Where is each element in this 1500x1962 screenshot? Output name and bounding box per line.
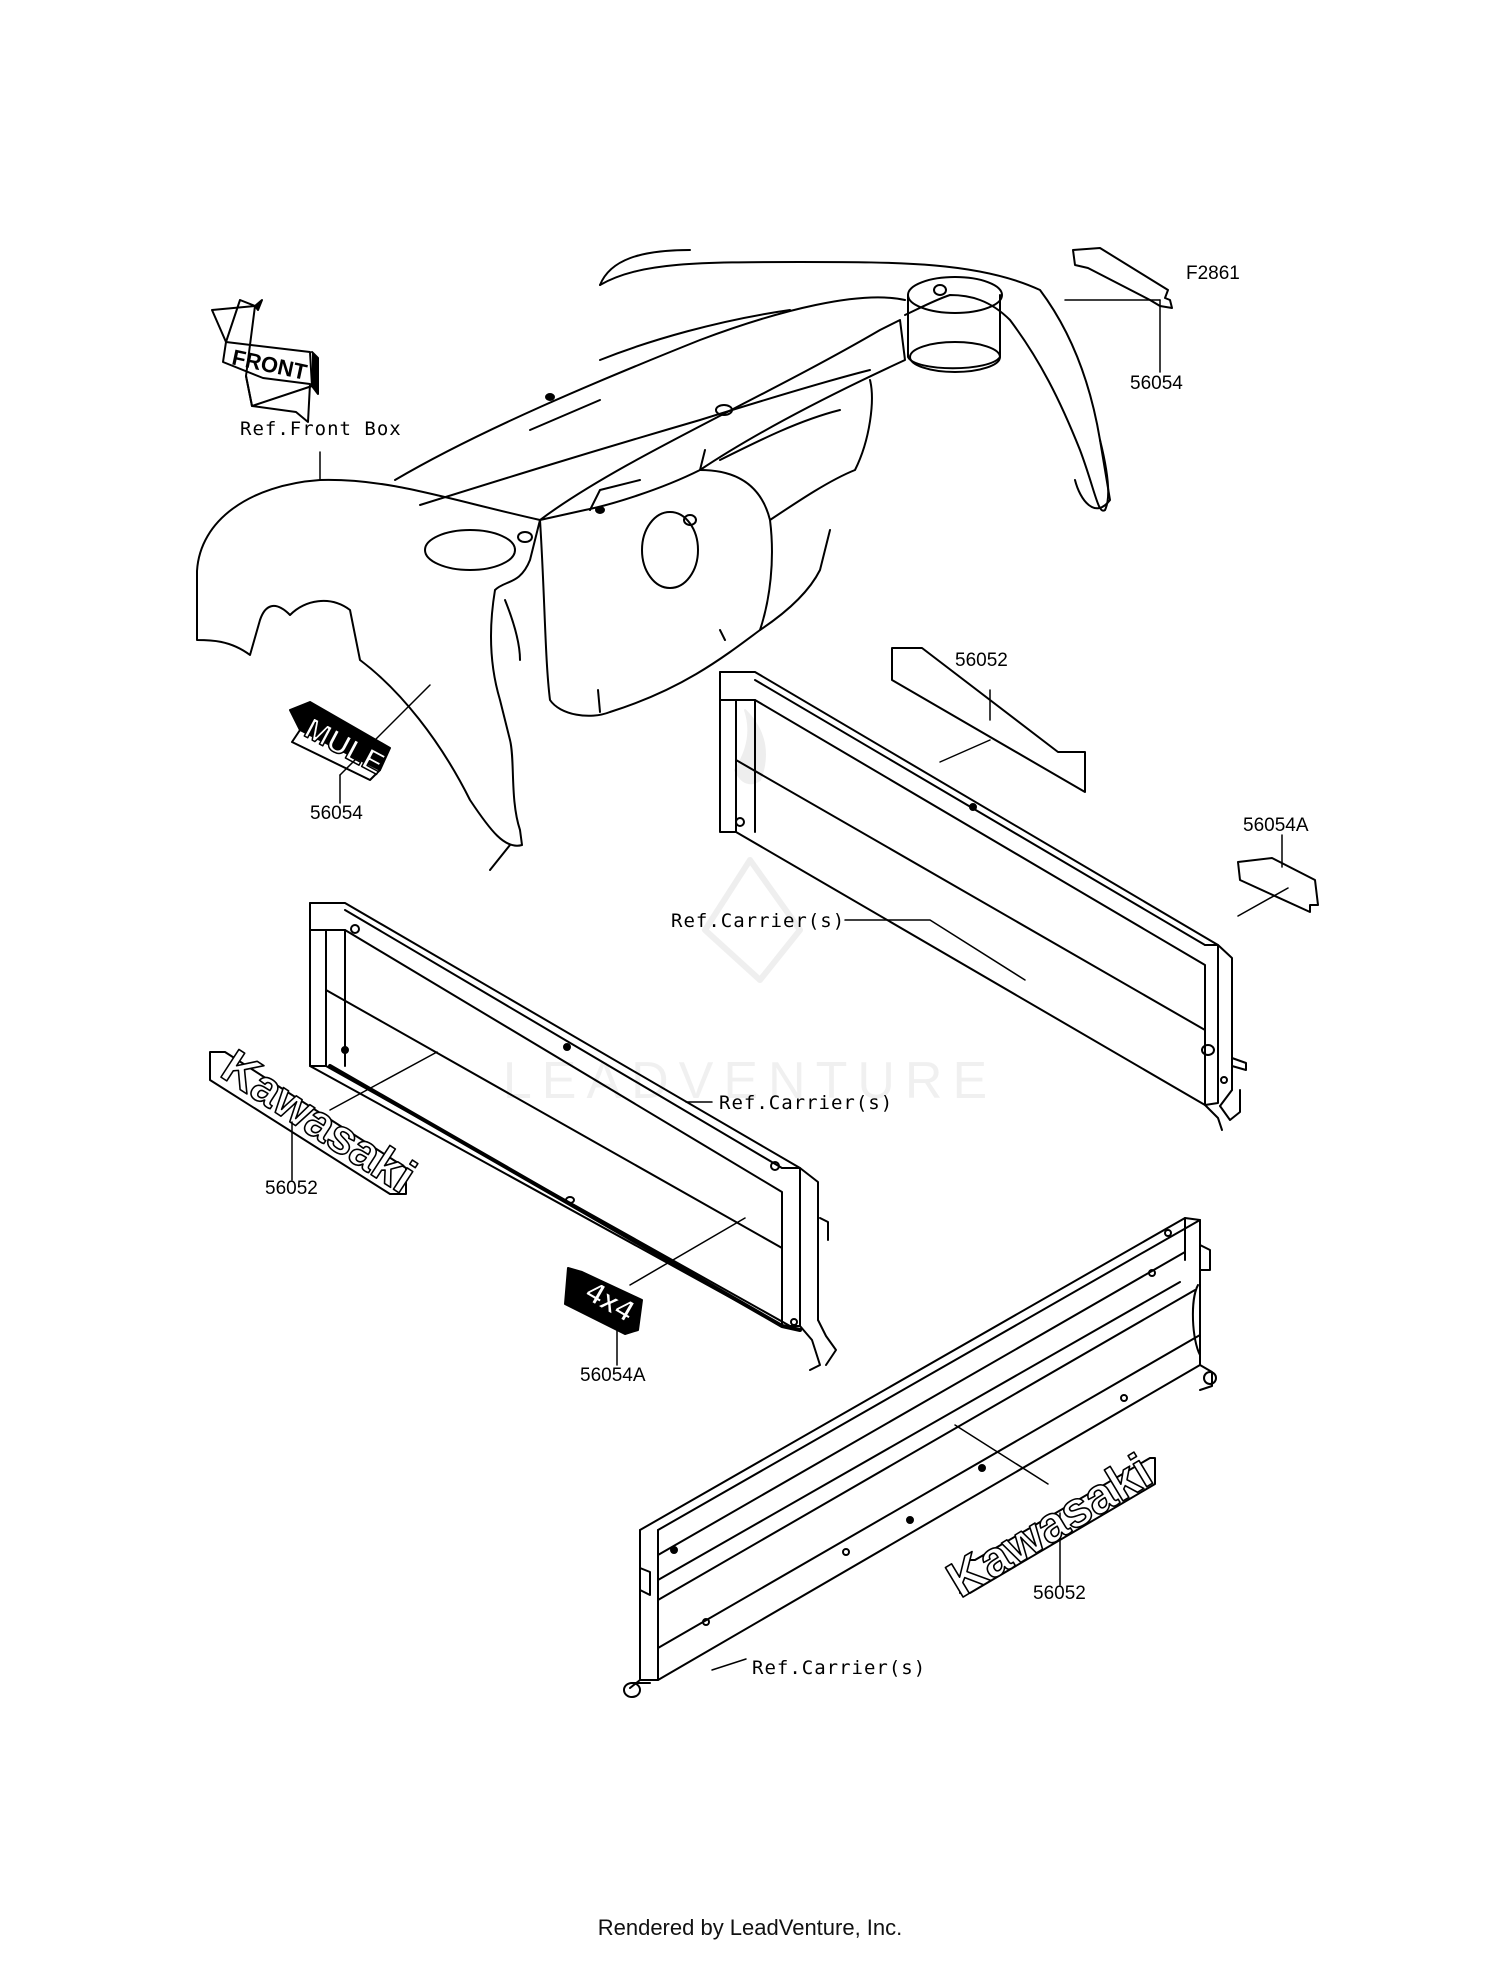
part-number-decal-right[interactable]: 56054A [1243,815,1309,836]
decal-mule: MULE [289,701,391,782]
carrier-panel-middle [309,902,837,1371]
part-number-decal-panel-top[interactable]: 56052 [955,650,1008,671]
part-number-decal-4x4[interactable]: 56054A [580,1365,646,1386]
front-box-assembly [196,249,1111,871]
decal-fender-rear [1072,247,1173,309]
decal-kawasaki-left-text: Kawasaki [212,1040,424,1204]
decal-right [1237,857,1319,913]
label-ref-front-box[interactable]: Ref.Front Box [240,418,402,440]
part-number-decal-mule[interactable]: 56054 [310,803,363,824]
carrier-panel-upper [719,671,1247,1131]
part-number-decal-kawasaki-left[interactable]: 56052 [265,1178,318,1199]
part-number-decal-fender-rear[interactable]: 56054 [1130,373,1183,394]
front-arrow-icon: FRONT [211,299,319,423]
label-ref-carrier-upper[interactable]: Ref.Carrier(s) [671,910,846,932]
part-number-decal-kawasaki-right[interactable]: 56052 [1033,1583,1086,1604]
decal-panel-top [891,647,1086,793]
footer-credit: Rendered by LeadVenture, Inc. [597,1915,903,1940]
decal-4x4: 4x4 [564,1267,643,1335]
leadventure-watermark: LEADVENTURE [503,709,997,1110]
label-ref-carrier-lower[interactable]: Ref.Carrier(s) [752,1657,927,1679]
watermark-text: LEADVENTURE [503,1052,997,1110]
storage-hole [641,511,699,589]
diagram-code: F2861 [1186,263,1240,284]
label-ref-carrier-middle[interactable]: Ref.Carrier(s) [719,1092,894,1114]
tailgate [623,1217,1217,1698]
